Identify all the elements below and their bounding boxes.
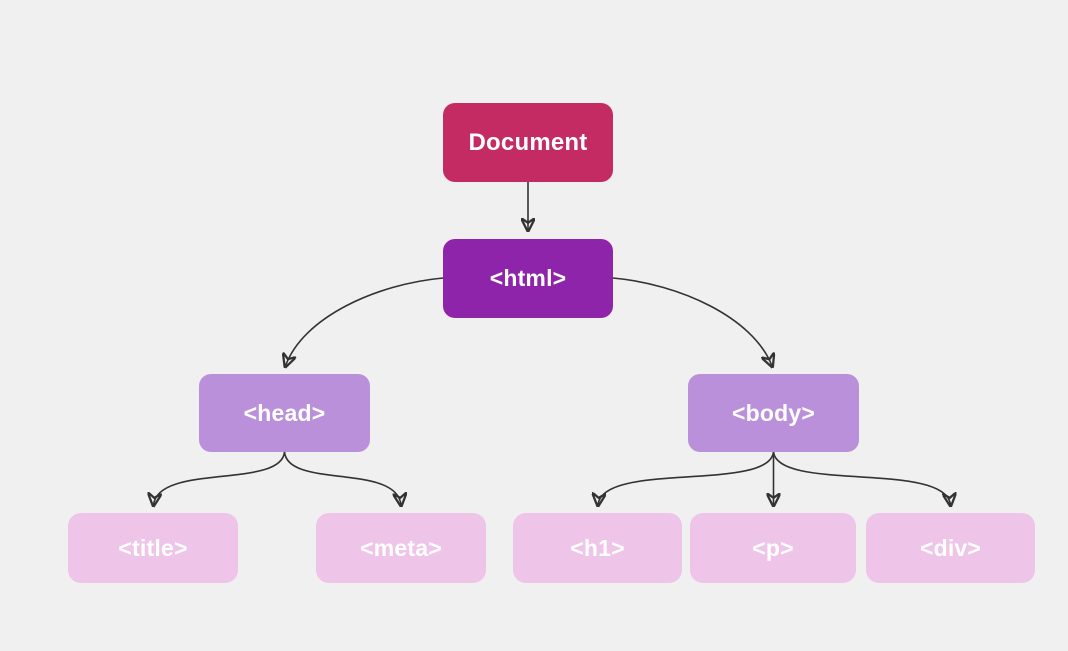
node-p: <p> bbox=[690, 513, 856, 583]
edge-body-h1 bbox=[598, 451, 775, 505]
edge-html-body bbox=[612, 277, 772, 366]
edge-head-title bbox=[154, 451, 286, 505]
node-title: <title> bbox=[68, 513, 238, 583]
node-h1: <h1> bbox=[513, 513, 682, 583]
edge-html-head bbox=[286, 277, 444, 366]
node-div: <div> bbox=[866, 513, 1035, 583]
node-head: <head> bbox=[199, 374, 370, 452]
node-body: <body> bbox=[688, 374, 859, 452]
node-meta: <meta> bbox=[316, 513, 486, 583]
edge-body-div bbox=[772, 451, 951, 505]
node-html: <html> bbox=[443, 239, 613, 318]
node-document: Document bbox=[443, 103, 613, 182]
edge-head-meta bbox=[283, 451, 402, 505]
